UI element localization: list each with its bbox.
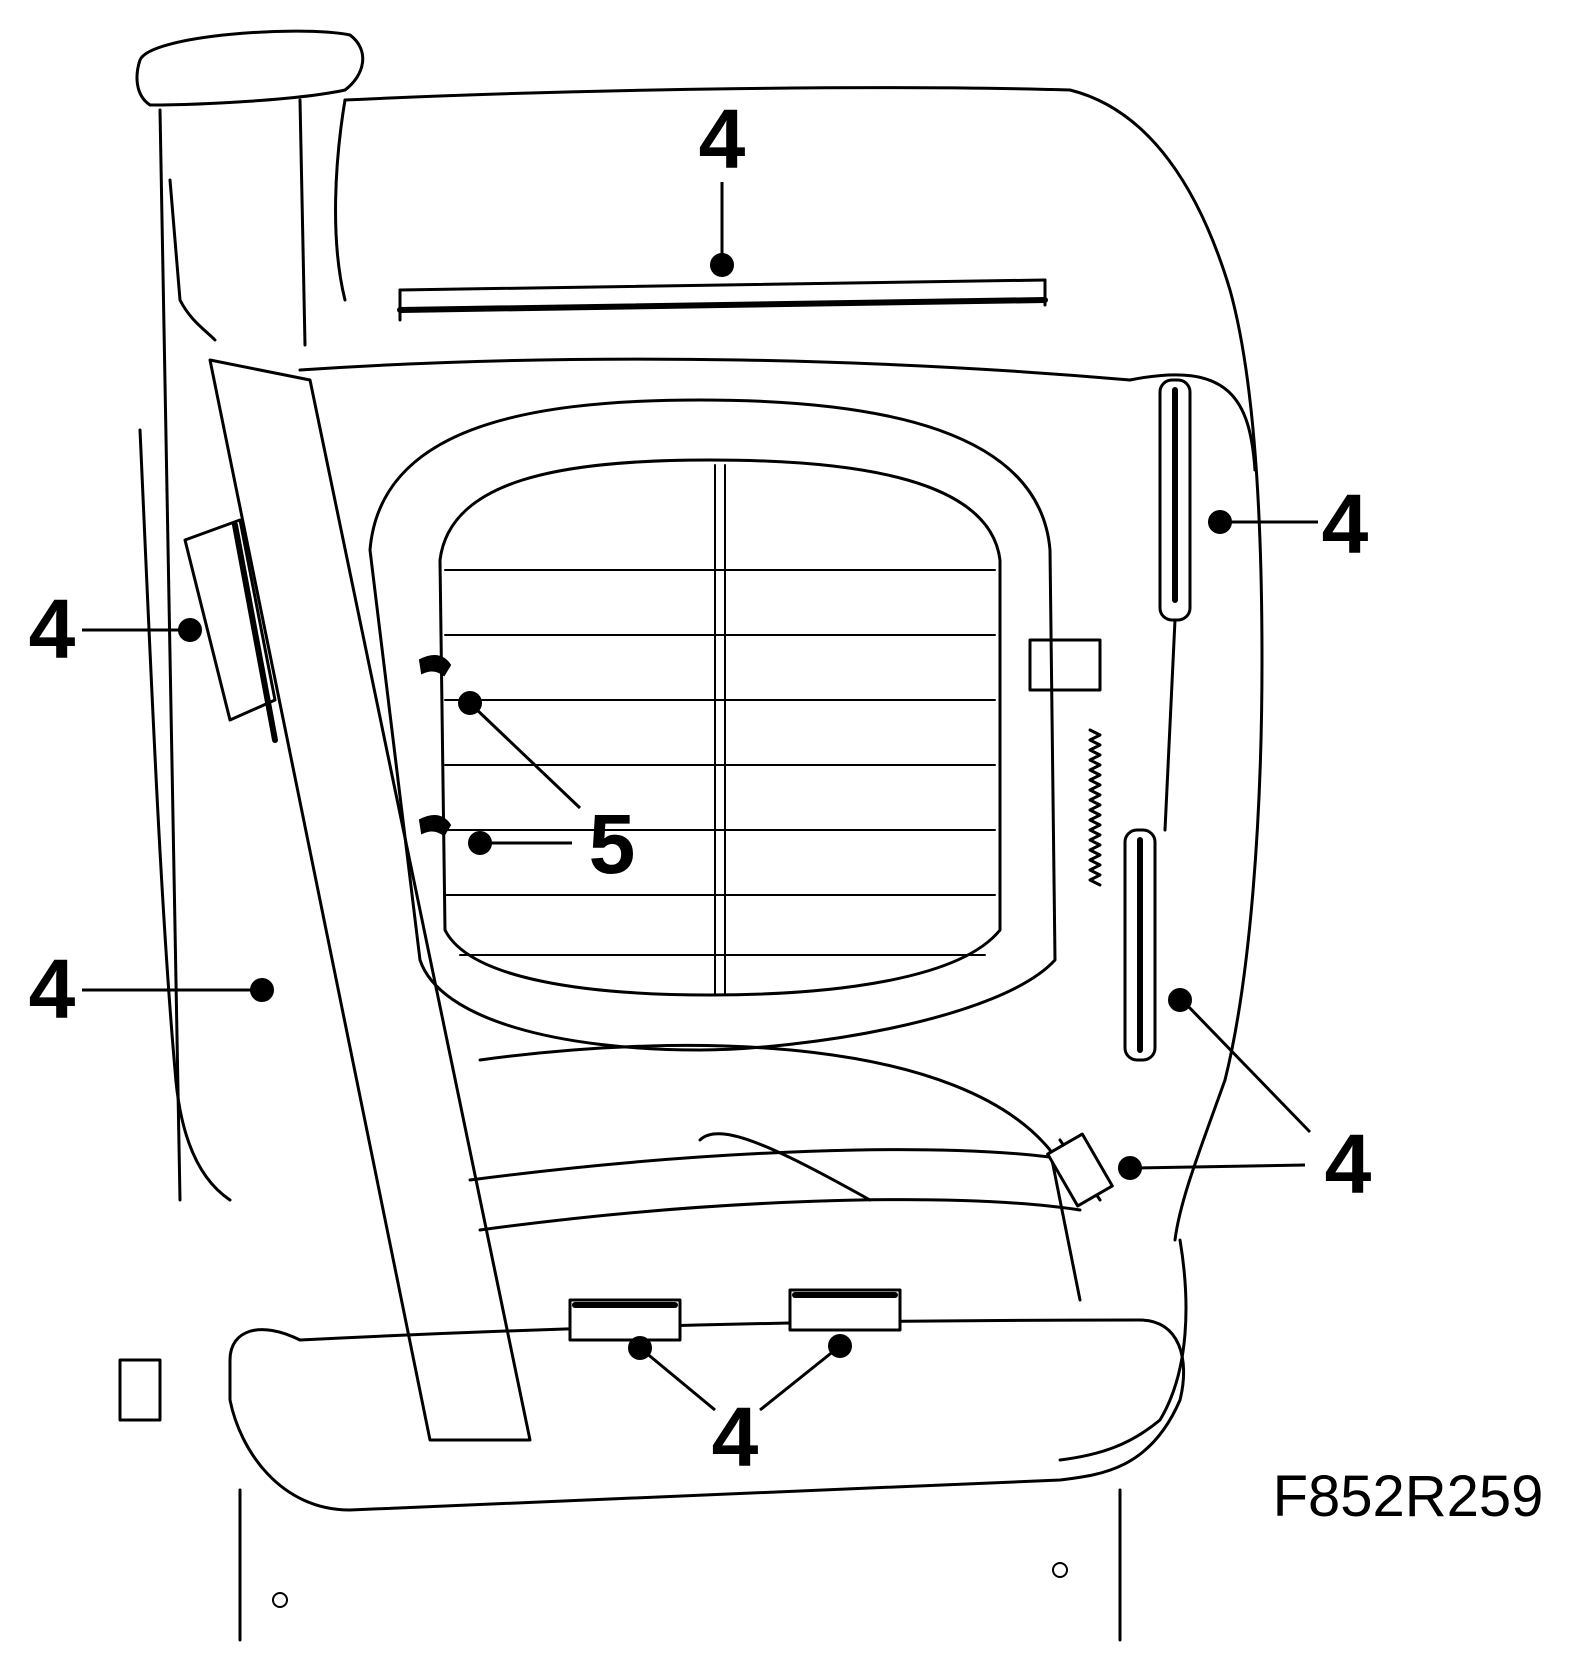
- spring-lines: [444, 464, 996, 996]
- callout-label: 4: [1322, 477, 1369, 571]
- top-crossbar: [397, 278, 1048, 322]
- callout-label: 4: [712, 1390, 759, 1484]
- callout-4-left-upper: 4: [29, 582, 202, 676]
- backrest-shell: [138, 86, 1264, 1462]
- callout-4-left-lower: 4: [29, 942, 274, 1036]
- callout-5: 5: [458, 691, 636, 891]
- inner-frame: [368, 398, 1057, 1052]
- callout-4-right-lower: 4: [1118, 988, 1372, 1211]
- right-strut: [1028, 378, 1192, 1062]
- callout-4-right-upper: 4: [1208, 477, 1369, 571]
- callout-4-bottom: 4: [628, 1334, 852, 1484]
- callout-label: 4: [1325, 1117, 1372, 1211]
- callout-label: 4: [29, 582, 76, 676]
- callout-4-top: 4: [699, 92, 746, 277]
- callout-label: 5: [589, 797, 636, 891]
- bottom-frame: [118, 1043, 1186, 1642]
- figure-id-label: F852R259: [1273, 1464, 1544, 1529]
- callout-label: 4: [699, 92, 746, 186]
- left-upright-guide: [135, 29, 532, 1442]
- callout-label: 4: [29, 942, 76, 1036]
